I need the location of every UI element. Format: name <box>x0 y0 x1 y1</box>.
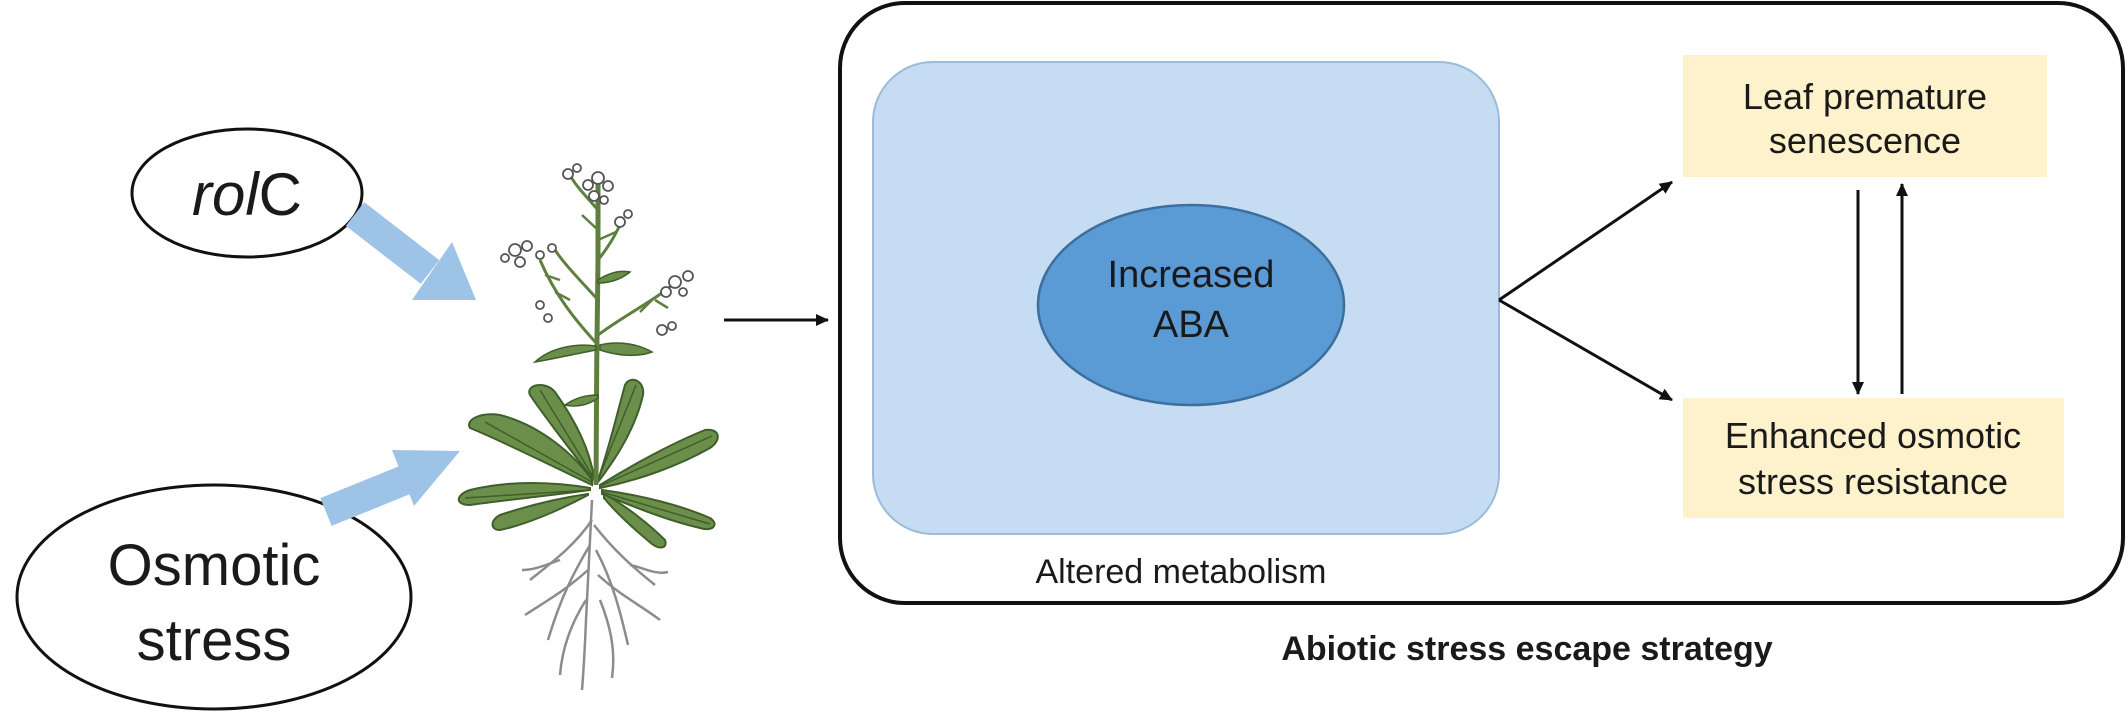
strategy-label: Abiotic stress escape strategy <box>1281 630 1772 668</box>
seed-pods <box>544 214 669 313</box>
stem-leaves <box>532 270 654 407</box>
osmotic-blue-arrow <box>320 450 460 526</box>
roots <box>521 499 669 691</box>
osmotic-stress-node: Osmotic stress <box>15 483 413 711</box>
rosette-leaves <box>457 378 719 549</box>
resistance-label-line2: stress resistance <box>1738 461 2008 502</box>
aba-label-line2: ABA <box>1153 304 1230 346</box>
resistance-label-line1: Enhanced osmotic <box>1725 415 2021 456</box>
leaf-senescence-node: Leaf premature senescence <box>1683 55 2047 177</box>
to-senescence-arrow <box>1498 180 1673 302</box>
osmotic-label-line1: Osmotic <box>108 533 321 598</box>
arabidopsis-plant-illustration <box>457 163 719 691</box>
leaf-veins <box>464 384 713 525</box>
to-resistance-arrow <box>1498 298 1673 402</box>
senescence-label-line1: Leaf premature <box>1743 76 1987 117</box>
rolc-node: rolC <box>130 127 364 259</box>
aba-label-line1: Increased <box>1108 254 1275 296</box>
stem <box>593 180 601 486</box>
rolc-label-rest: C <box>259 161 302 228</box>
rolc-blue-arrow <box>345 202 476 300</box>
senescence-label-line2: senescence <box>1769 120 1961 161</box>
osmotic-label-line2: stress <box>137 608 292 673</box>
stress-resistance-node: Enhanced osmotic stress resistance <box>1683 398 2064 518</box>
rolc-label-italic: rol <box>192 161 260 228</box>
svg-text:rolC: rolC <box>192 161 302 228</box>
increased-aba-node: Increased ABA <box>1036 203 1346 407</box>
flower-clusters <box>500 163 694 336</box>
altered-metabolism-label: Altered metabolism <box>1035 553 1326 591</box>
